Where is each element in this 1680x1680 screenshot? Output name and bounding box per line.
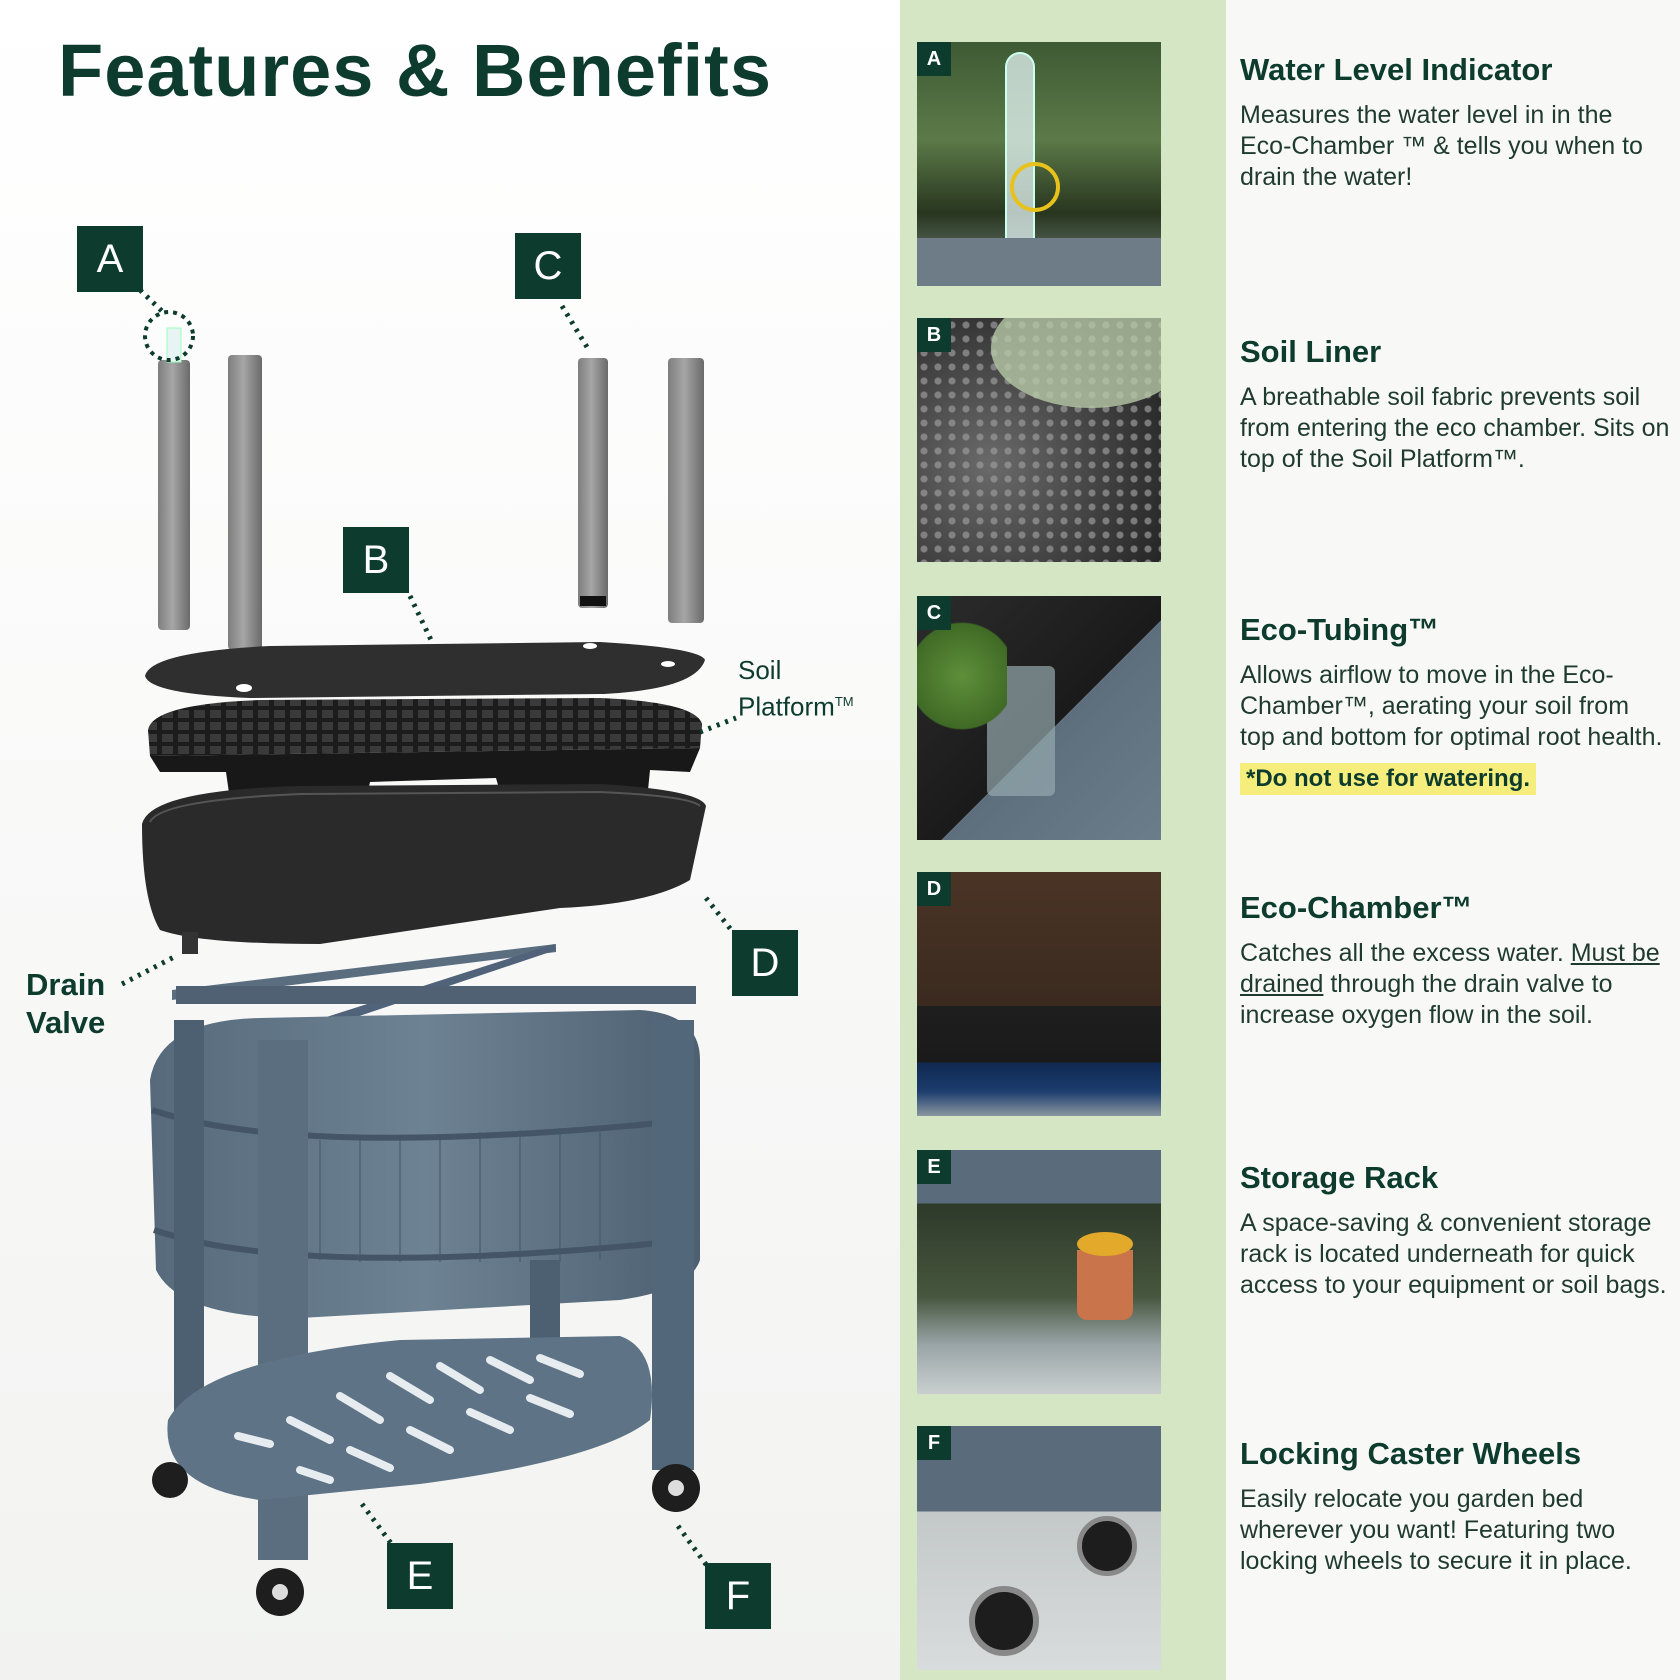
feature-title: Water Level Indicator — [1240, 52, 1553, 87]
feature-eco-tubing: Eco-Tubing™ Allows airflow to move in th… — [1240, 612, 1670, 795]
feature-description: A breathable soil fabric prevents soil f… — [1240, 383, 1670, 473]
tile-letter-e: E — [917, 1150, 951, 1184]
indicator-tube — [1005, 52, 1035, 258]
trademark-mark: TM — [834, 694, 854, 709]
page-title: Features & Benefits — [58, 29, 772, 112]
flower-pot-icon — [1077, 1250, 1133, 1320]
product-diagram — [120, 288, 738, 1616]
feature-title: Eco-Chamber™ — [1240, 890, 1473, 925]
feature-title: Locking Caster Wheels — [1240, 1436, 1582, 1471]
feature-soil-liner: Soil Liner A breathable soil fabric prev… — [1240, 334, 1670, 475]
photo-eco-tubing: C — [917, 596, 1161, 840]
tile-letter-a: A — [917, 42, 951, 76]
feature-caster-wheels: Locking Caster Wheels Easily relocate yo… — [1240, 1436, 1670, 1577]
underlined-text: Must be drained — [1240, 939, 1660, 998]
storage-rack — [167, 1336, 652, 1500]
photo-water-level-indicator: A — [917, 42, 1161, 286]
tile-letter-b: B — [917, 318, 951, 352]
photo-storage-rack: E — [917, 1150, 1161, 1394]
feature-water-level-indicator: Water Level Indicator Measures the water… — [1240, 52, 1670, 193]
feature-description: Allows airflow to move in the Eco-Chambe… — [1240, 661, 1663, 751]
callout-soil-line2: PlatformTM — [738, 691, 854, 722]
eco-tube — [158, 360, 190, 630]
photo-soil-liner: B — [917, 318, 1161, 562]
soil-liner — [145, 642, 705, 698]
wheel-icon — [969, 1586, 1039, 1656]
tag-c: C — [515, 233, 581, 299]
feature-eco-chamber: Eco-Chamber™ Catches all the excess wate… — [1240, 890, 1670, 1031]
photo-caster-wheels: F — [917, 1426, 1161, 1670]
warning-badge: *Do not use for watering. — [1240, 763, 1537, 795]
wheel-icon — [1077, 1516, 1137, 1576]
tile-letter-d: D — [917, 872, 951, 906]
tag-f: F — [705, 1563, 771, 1629]
tile-letter-f: F — [917, 1426, 951, 1460]
planter-body — [150, 1010, 700, 1318]
callout-drain-line1: Drain — [26, 967, 106, 1002]
tag-b: B — [343, 527, 409, 593]
drain-valve-part — [182, 932, 198, 954]
highlight-circle-icon — [1010, 162, 1060, 212]
leg — [652, 1020, 694, 1470]
eco-tube — [228, 355, 262, 650]
indicator-highlight — [143, 310, 195, 362]
tag-e: E — [387, 1543, 453, 1609]
water-indicator — [166, 327, 182, 363]
feature-title: Storage Rack — [1240, 1160, 1439, 1195]
text-panel — [1226, 0, 1680, 1680]
feature-description: Measures the water level in in the Eco-C… — [1240, 101, 1643, 191]
tile-letter-c: C — [917, 596, 951, 630]
feature-description: Easily relocate you garden bed wherever … — [1240, 1485, 1632, 1575]
tag-a: A — [77, 226, 143, 292]
leg — [174, 1020, 204, 1440]
eco-chamber — [142, 784, 706, 944]
feature-title: Soil Liner — [1240, 334, 1382, 369]
feature-description: Catches all the excess water. Must be dr… — [1240, 939, 1660, 1029]
soil-platform — [148, 698, 702, 756]
eco-tube — [668, 358, 704, 623]
photo-eco-chamber: D — [917, 872, 1161, 1116]
caster-wheel — [152, 1462, 188, 1498]
callout-soil-platform: Soil PlatformTM — [738, 654, 854, 723]
tag-d: D — [732, 930, 798, 996]
callout-drain-line2: Valve — [26, 1005, 106, 1040]
callout-soil-line1: Soil — [738, 655, 782, 685]
plant-leaves — [917, 616, 1007, 736]
feature-description: A space-saving & convenient storage rack… — [1240, 1209, 1667, 1299]
eco-tube — [578, 358, 608, 608]
callout-drain-valve: Drain Valve — [26, 966, 105, 1042]
feature-title: Eco-Tubing™ — [1240, 612, 1440, 647]
feature-storage-rack: Storage Rack A space-saving & convenient… — [1240, 1160, 1670, 1301]
